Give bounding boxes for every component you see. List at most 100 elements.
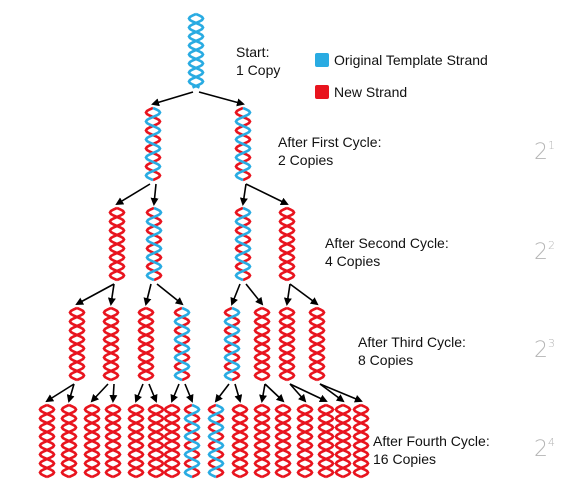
power-of-two-2: 22 [534, 238, 555, 265]
legend-label: New Strand [334, 84, 408, 100]
new-strand [108, 206, 126, 282]
dna-helix [308, 306, 326, 382]
dna-helix [127, 403, 145, 479]
stage-title: After Third Cycle: [358, 334, 466, 350]
legend-swatch-red [315, 85, 329, 99]
stage-title: Start: [236, 44, 270, 60]
dna-helix [147, 403, 165, 479]
dna-helix [38, 403, 56, 479]
stage-label-cycle-1: After First Cycle: 2 Copies [278, 133, 381, 169]
replication-arrow [289, 383, 307, 403]
original-strand [223, 306, 241, 382]
legend-label: Original Template Strand [334, 52, 488, 68]
dna-helix [274, 403, 292, 479]
dna-helix [253, 403, 271, 479]
original-strand [234, 106, 252, 182]
new-strand [68, 306, 86, 382]
stage-copies: 2 Copies [278, 152, 334, 168]
new-strand [296, 403, 314, 479]
dna-helix [234, 106, 252, 182]
new-strand [253, 306, 271, 382]
dna-helix [104, 403, 122, 479]
new-strand [278, 206, 296, 282]
replication-arrow [239, 183, 248, 206]
original-strand [234, 206, 252, 282]
dna-helix [183, 403, 201, 479]
dna-helix [317, 403, 335, 479]
replication-arrow [150, 183, 159, 206]
original-strand [173, 306, 191, 382]
replication-arrow [156, 283, 184, 306]
dna-helix [253, 306, 271, 382]
dna-helix [278, 306, 296, 382]
dna-helix [207, 403, 225, 479]
legend-original-strand: Original Template Strand [315, 52, 488, 68]
new-strand [308, 306, 326, 382]
replication-arrow [245, 183, 289, 205]
dna-helix [234, 206, 252, 282]
power-exponent: 3 [548, 336, 555, 350]
replication-arrow [198, 91, 245, 107]
replication-arrow [170, 383, 180, 403]
dna-helix [83, 403, 101, 479]
replication-arrow [45, 383, 75, 403]
new-strand [317, 403, 335, 479]
replication-arrow [230, 283, 241, 306]
replication-arrow [245, 283, 264, 306]
new-strand [102, 306, 120, 382]
new-strand [60, 403, 78, 479]
replication-arrow [214, 383, 230, 403]
stage-title: After Fourth Cycle: [373, 433, 490, 449]
replication-arrow [283, 283, 292, 306]
original-strand [183, 403, 201, 479]
replication-arrow [148, 383, 158, 403]
dna-helix [102, 306, 120, 382]
replication-arrow [66, 383, 75, 403]
dna-helix [137, 306, 155, 382]
dna-helix [60, 403, 78, 479]
replication-arrow [319, 383, 363, 403]
new-strand [147, 403, 165, 479]
new-strand [104, 403, 122, 479]
replication-arrow [115, 183, 151, 206]
dna-helix [173, 306, 191, 382]
stage-label-cycle-3: After Third Cycle: 8 Copies [358, 333, 466, 369]
power-of-two-3: 23 [534, 336, 555, 363]
dna-helix [296, 403, 314, 479]
dna-helix [108, 206, 126, 282]
new-strand [274, 403, 292, 479]
stage-label-cycle-2: After Second Cycle: 4 Copies [325, 234, 449, 270]
replication-arrow [319, 383, 345, 403]
dna-helix [163, 403, 181, 479]
new-strand [231, 403, 249, 479]
new-strand [83, 403, 101, 479]
replication-arrow [107, 283, 116, 306]
stage-label-cycle-4: After Fourth Cycle: 16 Copies [373, 432, 490, 468]
replication-arrow [134, 383, 144, 403]
original-strand [187, 12, 205, 89]
stage-title: After First Cycle: [278, 134, 382, 150]
legend-swatch-blue [315, 53, 329, 67]
power-base: 2 [534, 338, 548, 363]
new-strand [253, 403, 271, 479]
new-strand [278, 306, 296, 382]
dna-helix [231, 403, 249, 479]
new-strand [38, 403, 56, 479]
new-strand [334, 403, 352, 479]
replication-arrow [289, 383, 328, 403]
legend-new-strand: New Strand [315, 84, 407, 100]
dna-helix [68, 306, 86, 382]
stage-copies: 1 Copy [236, 62, 281, 78]
stage-title: After Second Cycle: [325, 235, 449, 251]
dna-helix [334, 403, 352, 479]
stage-copies: 16 Copies [373, 451, 437, 467]
power-exponent: 1 [548, 138, 555, 152]
power-of-two-1: 21 [534, 138, 555, 165]
replication-arrow [143, 283, 152, 306]
stage-copies: 8 Copies [358, 352, 414, 368]
power-exponent: 4 [548, 435, 555, 449]
replication-arrow [234, 383, 243, 403]
power-exponent: 2 [548, 238, 555, 252]
